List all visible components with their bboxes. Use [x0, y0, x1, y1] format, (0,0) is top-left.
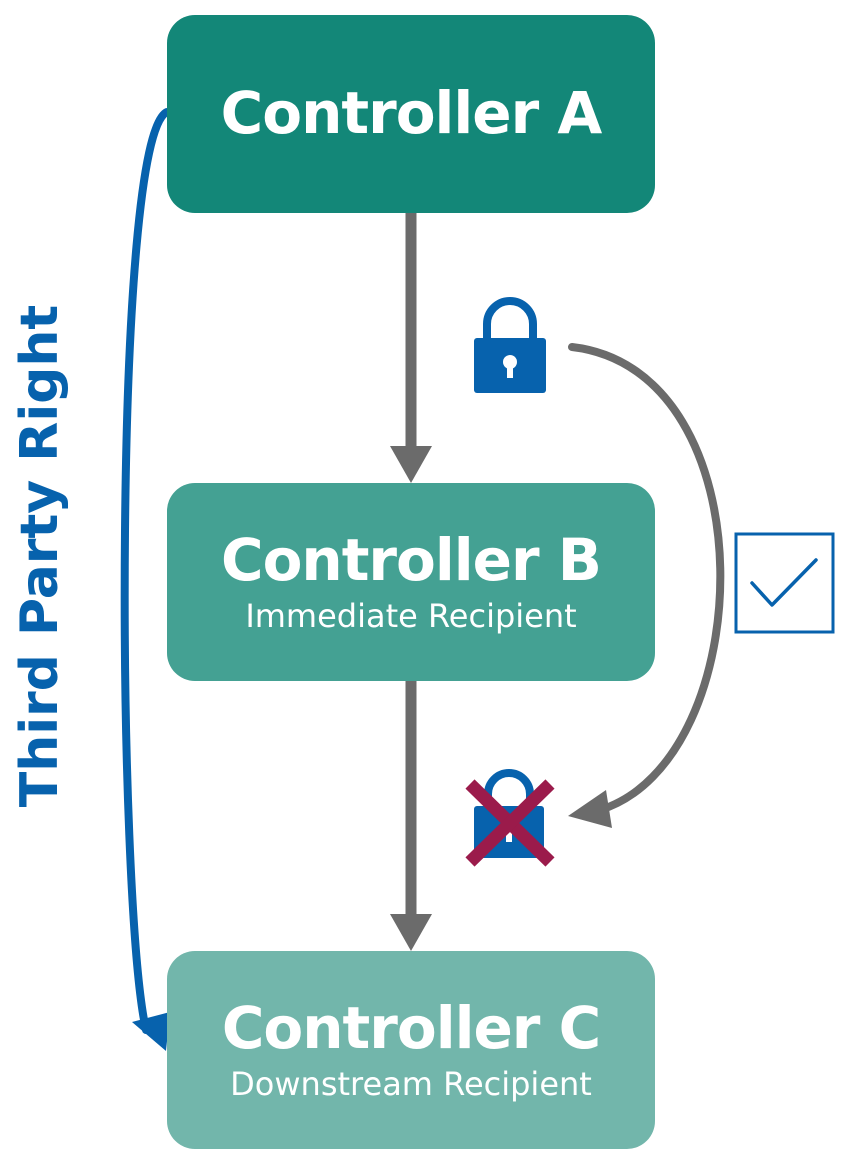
controller-c-box: Controller C Downstream Recipient — [167, 951, 655, 1149]
padlock-crossed-icon — [465, 769, 555, 867]
controller-c-subtitle: Downstream Recipient — [230, 1064, 592, 1103]
arrow-b-to-c — [390, 681, 432, 951]
controller-b-title: Controller B — [221, 525, 602, 594]
arrow-a-to-b — [390, 213, 432, 483]
third-party-right-label: Third Party Right — [10, 304, 70, 808]
padlock-icon — [474, 297, 546, 393]
third-party-arrow — [120, 108, 171, 1051]
controller-b-subtitle: Immediate Recipient — [245, 596, 577, 635]
checkbox-checked-icon — [734, 532, 835, 634]
controller-a-box: Controller A — [167, 15, 655, 213]
controller-c-title: Controller C — [221, 993, 601, 1062]
controller-b-box: Controller B Immediate Recipient — [167, 483, 655, 681]
controller-a-title: Controller A — [220, 79, 603, 148]
onward-transfer-arrow — [568, 343, 725, 828]
